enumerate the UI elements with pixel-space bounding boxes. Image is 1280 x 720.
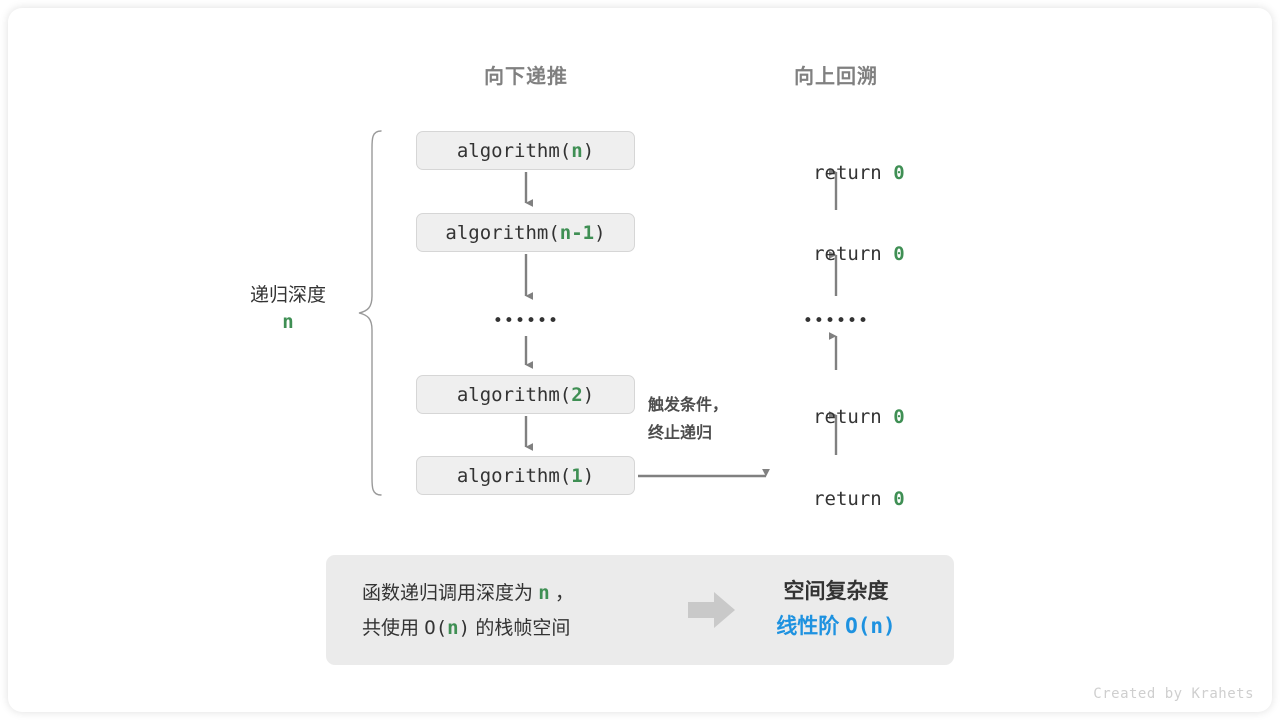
return-value: 0 [893, 488, 905, 510]
call-box-prefix: algorithm( [445, 221, 560, 244]
summary-line2-text-b: 的栈帧空间 [470, 618, 571, 639]
summary-result-title: 空间复杂度 [783, 580, 889, 603]
summary-result-value: 线性阶 O(n) [736, 609, 936, 644]
summary-line2-n: n [447, 617, 459, 639]
call-box-suffix: ) [582, 383, 595, 406]
summary-panel: 函数递归调用深度为 n ， 共使用 O(n) 的栈帧空间 空间复杂度 线性阶 O… [326, 555, 954, 665]
call-box-prefix: algorithm( [456, 383, 572, 406]
summary-line2-bigo-close: ) [458, 617, 471, 639]
call-box-arg: n-1 [559, 221, 595, 244]
call-box-prefix: algorithm( [456, 139, 572, 162]
return-keyword: return [813, 243, 894, 265]
base-case-note-line2: 终止递归 [648, 425, 713, 442]
recursion-depth-value: n [282, 311, 294, 333]
call-box-n[interactable]: algorithm(n) [416, 131, 635, 170]
call-box-arg: n [571, 139, 583, 162]
summary-description: 函数递归调用深度为 n ， 共使用 O(n) 的栈帧空间 [362, 576, 692, 646]
summary-line1-text-a: 函数递归调用深度为 [362, 583, 539, 604]
call-box-suffix: ) [594, 221, 606, 244]
call-box-prefix: algorithm( [456, 464, 572, 487]
call-box-2[interactable]: algorithm(2) [416, 375, 635, 414]
heading-recurse-down: 向下递推 [484, 66, 568, 88]
summary-line-1: 函数递归调用深度为 n ， [362, 576, 692, 611]
block-arrow-right-icon [688, 592, 735, 628]
return-row-1: return 0 [756, 140, 916, 206]
base-case-note-line1: 触发条件， [648, 397, 729, 414]
return-keyword: return [813, 406, 894, 428]
base-case-note: 触发条件， 终止递归 [648, 392, 728, 448]
return-ellipsis: •••••• [802, 311, 870, 331]
call-box-1[interactable]: algorithm(1) [416, 456, 635, 495]
summary-line1-text-b: ， [549, 583, 575, 604]
summary-line1-n: n [538, 582, 550, 604]
return-value: 0 [893, 243, 905, 265]
call-stack-ellipsis: •••••• [492, 311, 560, 331]
return-keyword: return [813, 488, 894, 510]
return-value: 0 [893, 162, 905, 184]
return-row-4: return 0 [756, 466, 916, 532]
credit-text: Created by Krahets [1093, 686, 1254, 702]
call-box-n-minus-1[interactable]: algorithm(n-1) [416, 213, 635, 252]
return-row-3: return 0 [756, 384, 916, 450]
summary-result-expr: O(n) [845, 614, 896, 638]
summary-result-order: 线性阶 [776, 615, 846, 638]
heading-return-up: 向上回溯 [794, 66, 878, 88]
summary-line-2: 共使用 O(n) 的栈帧空间 [362, 611, 692, 646]
summary-line2-text-a: 共使用 [362, 618, 425, 639]
return-row-2: return 0 [756, 221, 916, 287]
call-box-suffix: ) [582, 464, 595, 487]
return-value: 0 [893, 406, 905, 428]
summary-result: 空间复杂度 线性阶 O(n) [736, 574, 936, 644]
call-box-arg: 1 [571, 464, 583, 487]
return-keyword: return [813, 162, 894, 184]
recursion-depth-text: 递归深度 [249, 285, 326, 306]
recursion-depth-label: 递归深度 n [208, 283, 368, 335]
call-box-arg: 2 [571, 383, 583, 406]
summary-line2-bigo-open: O( [424, 617, 448, 639]
call-box-suffix: ) [582, 139, 595, 162]
